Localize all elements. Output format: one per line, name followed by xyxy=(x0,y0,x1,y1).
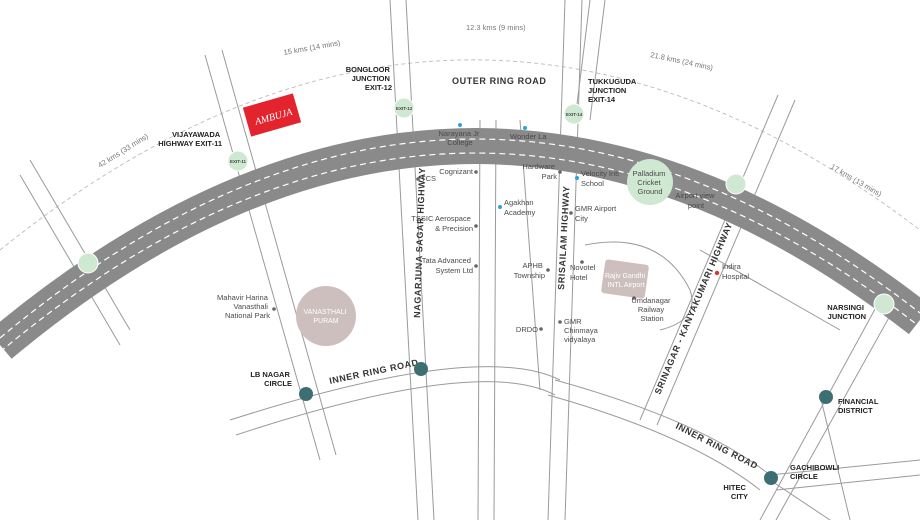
junction-label: NARSINGI JUNCTION xyxy=(827,303,866,321)
poi-label: Novotel Hotel xyxy=(570,263,598,282)
poi-label: Hardware Park xyxy=(522,162,557,181)
poi-label: DRDO xyxy=(516,325,538,334)
landmark-vanasthali xyxy=(296,286,356,346)
brand-logo xyxy=(242,93,302,137)
distance-label: 12.3 kms (9 mins) xyxy=(466,23,526,32)
poi-label: Wonder La xyxy=(510,132,547,141)
poi-dots xyxy=(272,123,720,331)
junction-label: TUKKUGUDA JUNCTION EXIT-14 xyxy=(588,77,638,104)
poi-label: APHB Township xyxy=(514,261,545,280)
inner-nodes xyxy=(299,362,833,485)
poi-label: Cognizant xyxy=(439,167,474,176)
ring-nodes xyxy=(77,97,895,315)
road-label-outer-top: OUTER RING ROAD xyxy=(452,76,547,86)
poi-label: TCS xyxy=(421,174,436,183)
junction-label: FINANCIAL DISTRICT xyxy=(838,397,880,415)
distance-label: 17 kms (13 mins) xyxy=(829,162,884,199)
exit-label: EXIT-14 xyxy=(566,112,583,117)
poi-label: Indira Hospital xyxy=(722,262,749,281)
distance-label: 21.8 kms (24 mins) xyxy=(650,50,715,72)
minor-roads xyxy=(19,0,920,520)
poi-label: Mahavir Harina Vanasthali National Park xyxy=(217,293,270,320)
poi-label: Narayana Jr College xyxy=(439,129,482,147)
junction-label: VIJAYAWADA HIGHWAY EXIT-11 xyxy=(158,130,222,148)
poi-label: Airport view point xyxy=(675,191,716,210)
poi-label: GMR Chinmaya vidyalaya xyxy=(564,317,600,344)
junction-label: BONGLOOR JUNCTION EXIT-12 xyxy=(346,65,392,92)
junction-label: HITEC CITY xyxy=(723,483,748,501)
road-label-nagarjuna: NAGARJUNA SAGAR HIGHWAY xyxy=(412,167,427,318)
landmark-label: VANASTHALI PURAM xyxy=(303,309,348,325)
junction-label: GACHIBOWLI CIRCLE xyxy=(790,463,841,481)
landmark-airport xyxy=(601,259,649,299)
landmark-label: Palladium Cricket Ground xyxy=(632,169,667,196)
exit-label: EXIT-11 xyxy=(230,159,247,164)
exit-label: EXIT-12 xyxy=(396,106,413,111)
outer-ring-road xyxy=(0,128,920,359)
poi-label: Agakhan Academy xyxy=(504,198,536,217)
poi-label: Velocity Intl School xyxy=(581,169,621,188)
landmark-palladium xyxy=(627,159,673,205)
poi-label: Umdanagar Railway Station xyxy=(631,296,672,323)
poi-label: GMR Airport City xyxy=(575,204,618,223)
poi-label: Tata Advanced System Ltd xyxy=(422,256,473,275)
landmark-label: Rajiv Gandhi INTL Airport xyxy=(605,273,647,289)
road-label-inner-left: INNER RING ROAD xyxy=(328,357,419,386)
poi-label: TSSIC Aerospace & Precision xyxy=(411,214,473,233)
distance-arc xyxy=(0,59,920,251)
junction-label: LB NAGAR CIRCLE xyxy=(250,370,292,388)
distance-label: 15 kms (14 mins) xyxy=(283,38,342,57)
